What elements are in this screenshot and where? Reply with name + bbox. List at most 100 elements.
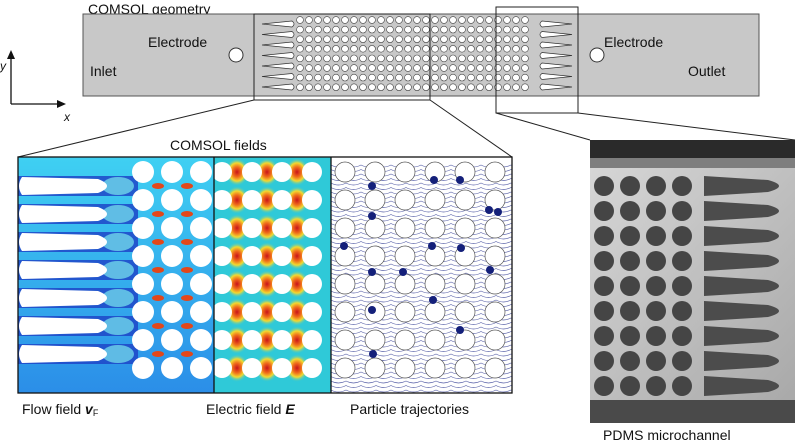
efield-pillar <box>214 190 232 210</box>
pillar <box>449 54 457 63</box>
pillar <box>467 45 475 53</box>
particle <box>430 176 438 184</box>
photo-post <box>646 201 666 221</box>
pillar <box>305 25 313 34</box>
efield-hotspot <box>225 354 249 382</box>
particle <box>368 182 376 190</box>
pillar <box>413 16 421 24</box>
flow-jet <box>102 289 134 307</box>
electric-field-panel <box>214 157 331 393</box>
flow-hotspot <box>181 211 193 217</box>
flow-pillar <box>132 301 154 323</box>
photo-post <box>620 301 640 321</box>
trajectory-pillar <box>424 329 446 351</box>
pillar <box>449 45 457 53</box>
flow-pillar <box>190 217 212 239</box>
photo-finger <box>704 251 779 271</box>
pillar <box>521 35 529 43</box>
efield-pillar <box>242 190 262 210</box>
pillar <box>422 54 430 63</box>
finger-electrode <box>539 62 573 70</box>
efield-hotspot <box>285 186 309 214</box>
pillar <box>440 54 448 63</box>
zoom-connectors <box>17 99 796 158</box>
flow-pillar <box>161 217 183 239</box>
flow-pillar <box>190 273 212 295</box>
pillar <box>368 16 376 24</box>
pillar <box>341 54 349 63</box>
pillar <box>404 64 412 72</box>
trajectory-pillar <box>484 217 506 239</box>
efield-pillar <box>242 330 262 350</box>
pillar <box>458 16 466 24</box>
photo-finger <box>704 351 779 371</box>
flow-finger <box>19 205 107 223</box>
trajectory-line <box>331 187 512 190</box>
trajectory-pillar <box>334 357 356 379</box>
pillar <box>341 45 349 53</box>
electrode-right <box>589 47 605 63</box>
particle <box>456 176 464 184</box>
photo-post <box>646 351 666 371</box>
pillar <box>386 73 394 82</box>
efield-pillar <box>302 358 322 378</box>
pillar <box>422 83 430 91</box>
photo-caption: PDMS microchannel <box>603 427 731 443</box>
pillar <box>314 35 322 43</box>
photo-post <box>620 276 640 296</box>
trajectory-pillar <box>394 329 416 351</box>
pillar <box>476 25 484 34</box>
pillar <box>386 35 394 43</box>
flow-pillar <box>132 357 154 379</box>
finger-electrode <box>261 73 295 80</box>
photo-post <box>594 376 614 396</box>
flow-pillar <box>161 245 183 267</box>
pillar <box>503 73 511 82</box>
pillar <box>368 54 376 63</box>
trajectory-pillar <box>364 245 386 267</box>
photo-post <box>620 226 640 246</box>
pillar <box>431 83 439 91</box>
pillar <box>413 83 421 91</box>
pillar <box>458 73 466 82</box>
trajectory-pillar <box>454 301 476 323</box>
pillar <box>332 64 340 72</box>
efield-hotspot <box>225 242 249 270</box>
zoom-box-fields <box>253 13 431 101</box>
efield-pillar <box>214 358 232 378</box>
efield-pillar <box>242 358 262 378</box>
pillar <box>431 25 439 34</box>
electrode-left <box>228 47 244 63</box>
photo-post <box>594 351 614 371</box>
trajectory-pillar <box>364 161 386 183</box>
flow-hotspot <box>181 295 193 301</box>
trajectory-pillar <box>394 301 416 323</box>
flow-hotspot <box>181 239 193 245</box>
trajectory-pillar <box>394 189 416 211</box>
trajectory-pillar <box>454 217 476 239</box>
photo-post <box>646 326 666 346</box>
flow-hotspot <box>152 239 164 245</box>
pillar <box>512 16 520 24</box>
finger-electrode <box>539 83 573 91</box>
pillar <box>377 35 385 43</box>
efield-hotspot <box>285 326 309 354</box>
photo-post <box>620 326 640 346</box>
pillar <box>314 45 322 53</box>
pillar <box>296 54 304 63</box>
pillar <box>404 54 412 63</box>
trajectory-pillar <box>334 161 356 183</box>
photo-finger <box>704 176 779 196</box>
flow-finger <box>19 317 107 335</box>
pillar <box>377 16 385 24</box>
pillar <box>341 16 349 24</box>
pillar <box>332 25 340 34</box>
efield-pillar <box>214 218 232 238</box>
outlet-label: Outlet <box>688 63 725 79</box>
pillar <box>485 45 493 53</box>
particle <box>369 350 377 358</box>
pillar <box>413 45 421 53</box>
pillar <box>449 83 457 91</box>
trajectory-pillar <box>424 301 446 323</box>
pillar <box>503 35 511 43</box>
